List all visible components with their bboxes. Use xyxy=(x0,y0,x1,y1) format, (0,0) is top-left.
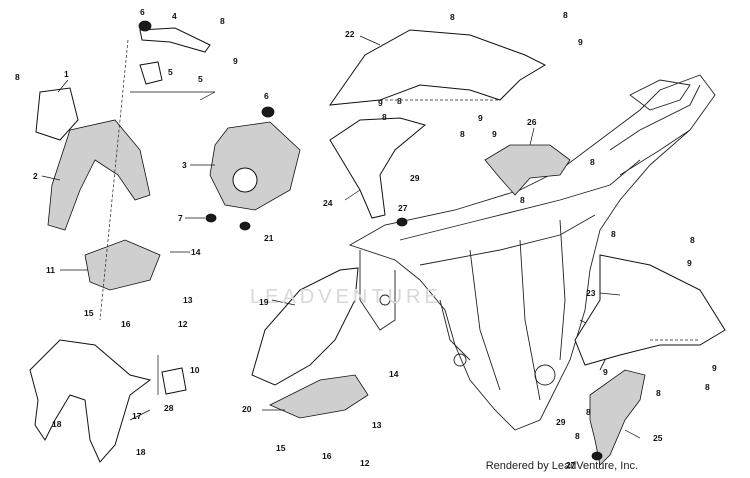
callout[interactable]: 12 xyxy=(178,319,188,329)
part-22-tank-cover xyxy=(328,29,547,106)
callout[interactable]: 19 xyxy=(259,297,269,307)
callout[interactable]: 6 xyxy=(264,91,269,101)
callout[interactable]: 29 xyxy=(556,417,566,427)
frame-assembly xyxy=(348,74,716,431)
callout[interactable]: 13 xyxy=(183,295,193,305)
callout[interactable]: 9 xyxy=(578,37,583,47)
callout[interactable]: 8 xyxy=(460,129,465,139)
callout[interactable]: 7 xyxy=(178,213,183,223)
callout[interactable]: 5 xyxy=(168,67,173,77)
callout[interactable]: 9 xyxy=(233,56,238,66)
part-20-lower-guard xyxy=(269,374,369,419)
part-7-grommet xyxy=(205,213,217,223)
callout[interactable]: 8 xyxy=(15,72,20,82)
callout[interactable]: 14 xyxy=(191,247,201,257)
callout[interactable]: 22 xyxy=(345,29,355,39)
callout[interactable]: 18 xyxy=(136,447,146,457)
callout[interactable]: 9 xyxy=(492,129,497,139)
callout[interactable]: 15 xyxy=(276,443,286,453)
callout[interactable]: 24 xyxy=(323,198,333,208)
callout[interactable]: 15 xyxy=(84,308,94,318)
callout[interactable]: 6 xyxy=(140,7,145,17)
callout[interactable]: 16 xyxy=(322,451,332,461)
callout[interactable]: 16 xyxy=(121,319,131,329)
part-5-clip xyxy=(139,61,163,85)
callout[interactable]: 14 xyxy=(389,369,399,379)
callout[interactable]: 5 xyxy=(198,74,203,84)
part-3-headlight-housing xyxy=(209,121,301,211)
callout[interactable]: 25 xyxy=(653,433,663,443)
part-27-grommet-2 xyxy=(591,451,603,461)
callout[interactable]: 12 xyxy=(360,458,370,468)
headlight-lens xyxy=(232,167,258,193)
callout[interactable]: 8 xyxy=(590,157,595,167)
callout[interactable]: 10 xyxy=(190,365,200,375)
part-4-bracket xyxy=(139,27,211,53)
callout[interactable]: 8 xyxy=(563,10,568,20)
callout[interactable]: 18 xyxy=(52,419,62,429)
callout[interactable]: 28 xyxy=(164,403,174,413)
part-27-grommet xyxy=(396,217,408,227)
callout[interactable]: 23 xyxy=(586,288,596,298)
callout[interactable]: 8 xyxy=(656,388,661,398)
callout[interactable]: 13 xyxy=(372,420,382,430)
part-24-side-panel xyxy=(329,117,427,219)
part-17-front-fender xyxy=(29,339,152,463)
part-25-belly-pan xyxy=(589,369,646,466)
callout[interactable]: 8 xyxy=(611,229,616,239)
callout[interactable]: 4 xyxy=(172,11,177,21)
part-6-grommet xyxy=(138,20,152,32)
part-19-side-fairing xyxy=(251,267,359,386)
part-26-cover xyxy=(484,144,571,196)
callout[interactable]: 8 xyxy=(382,112,387,122)
part-2-front-cowl xyxy=(47,119,151,231)
part-21-grommet xyxy=(239,221,251,231)
part-6-grommet-2 xyxy=(261,106,275,118)
callout[interactable]: 29 xyxy=(410,173,420,183)
callout[interactable]: 21 xyxy=(264,233,274,243)
callout[interactable]: 8 xyxy=(690,235,695,245)
callout[interactable]: 8 xyxy=(705,382,710,392)
callout[interactable]: 9 xyxy=(687,258,692,268)
part-1-windscreen xyxy=(35,87,79,141)
callout[interactable]: 8 xyxy=(575,431,580,441)
leader-lines xyxy=(41,35,700,439)
callout[interactable]: 26 xyxy=(527,117,537,127)
part-11-lower-guard xyxy=(84,239,161,291)
callout[interactable]: 17 xyxy=(132,411,142,421)
callout[interactable]: 9 xyxy=(712,363,717,373)
callout[interactable]: 20 xyxy=(242,404,252,414)
callout[interactable]: 3 xyxy=(182,160,187,170)
part-28-bracket xyxy=(161,367,187,395)
footer-credit: Rendered by LeadVenture, Inc. xyxy=(485,460,638,472)
part-23-right-panel xyxy=(574,254,726,366)
callout[interactable]: 27 xyxy=(398,203,408,213)
callout[interactable]: 2 xyxy=(33,171,38,181)
callout[interactable]: 11 xyxy=(46,265,55,275)
callout[interactable]: 8 xyxy=(397,96,402,106)
callout[interactable]: 1 xyxy=(64,69,69,79)
callout[interactable]: 9 xyxy=(478,113,483,123)
callout[interactable]: 8 xyxy=(586,407,591,417)
callout[interactable]: 9 xyxy=(378,98,383,108)
watermark: LEADVENTURE xyxy=(250,286,442,308)
callout[interactable]: 8 xyxy=(220,16,225,26)
callout[interactable]: 27 xyxy=(566,460,576,470)
callout[interactable]: 8 xyxy=(450,12,455,22)
callout[interactable]: 9 xyxy=(603,367,608,377)
callout[interactable]: 8 xyxy=(520,195,525,205)
